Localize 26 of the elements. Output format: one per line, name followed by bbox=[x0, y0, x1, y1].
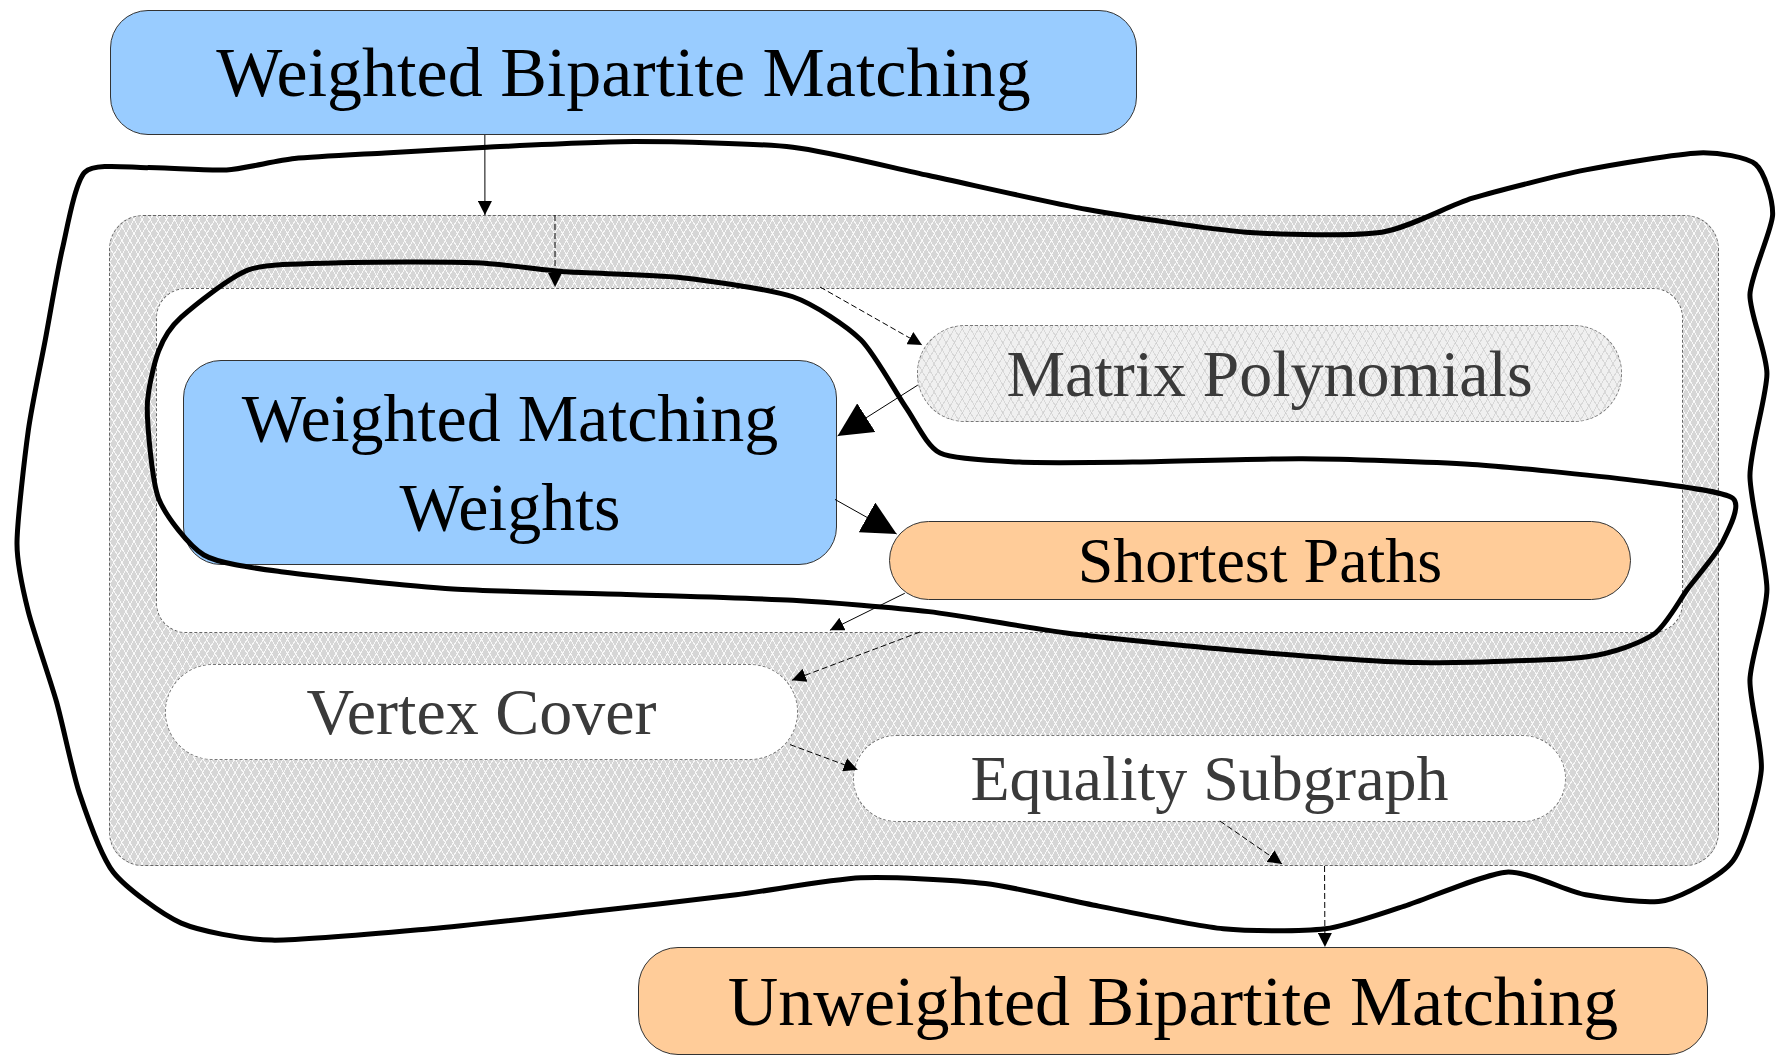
arrow bbox=[477, 134, 492, 216]
process-box bbox=[638, 947, 1708, 1055]
group-container bbox=[156, 288, 1683, 633]
node-label: Weighted Matching Weights bbox=[240, 379, 780, 547]
node-label: Unweighted Bipartite Matching bbox=[727, 961, 1619, 1042]
process-box bbox=[165, 664, 798, 760]
node-label: Weighted Bipartite Matching bbox=[216, 33, 1031, 113]
process-box bbox=[853, 735, 1566, 822]
arrow bbox=[834, 498, 898, 535]
process-box bbox=[889, 521, 1631, 600]
arrow bbox=[1219, 820, 1283, 865]
arrow bbox=[789, 744, 859, 772]
process-box bbox=[917, 325, 1622, 422]
node-label: Vertex Cover bbox=[306, 674, 657, 751]
arrow bbox=[1317, 865, 1332, 948]
process-box bbox=[110, 10, 1137, 135]
arrow bbox=[548, 214, 563, 288]
process-box bbox=[183, 360, 837, 565]
group-container bbox=[109, 215, 1719, 866]
arrow bbox=[791, 631, 921, 682]
node-label: Equality Subgraph bbox=[970, 741, 1449, 816]
node-label: Shortest Paths bbox=[1077, 523, 1443, 598]
arrow bbox=[819, 286, 923, 346]
arrow bbox=[829, 592, 906, 631]
arrow bbox=[837, 384, 919, 437]
node-label: Matrix Polynomials bbox=[1006, 335, 1533, 412]
